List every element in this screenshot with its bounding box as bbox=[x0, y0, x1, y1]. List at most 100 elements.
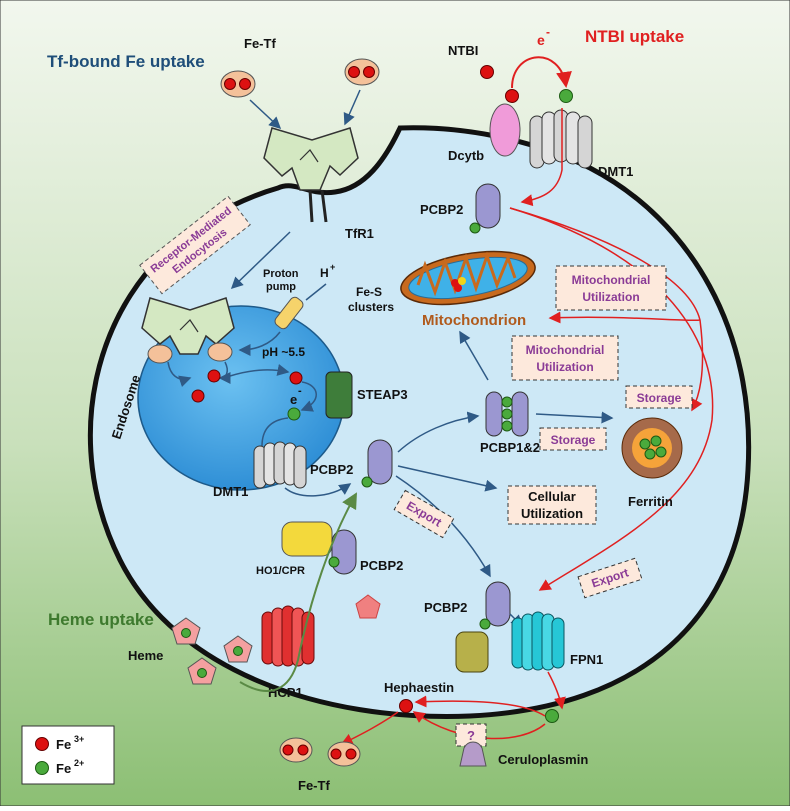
ferritin-label: Ferritin bbox=[628, 494, 673, 509]
arrow-pcbp12-to-ferritin bbox=[535, 411, 614, 424]
arrow-heme-path bbox=[239, 492, 357, 692]
arrow-proton-in bbox=[238, 331, 281, 356]
legend-fe2-swatch bbox=[35, 761, 49, 775]
ferritin bbox=[621, 417, 683, 479]
cellular-utilization-box: Cellular Utilization bbox=[507, 485, 597, 525]
export-fe2 bbox=[545, 709, 559, 723]
pcbp2-bottom-label: PCBP2 bbox=[424, 600, 467, 615]
storage-box-top: Storage bbox=[625, 385, 693, 409]
fe-tf-bottom-label: Fe-Tf bbox=[298, 778, 330, 793]
arrow-pcbp2-to-export bbox=[395, 475, 491, 578]
title-tf-uptake: Tf-bound Fe uptake bbox=[47, 52, 205, 71]
arrow-oxidation-lower bbox=[412, 711, 546, 740]
ceruloplasmin-label: Ceruloplasmin bbox=[498, 752, 588, 767]
fe-tf-molecule-right bbox=[344, 58, 380, 86]
ntbi-fe3 bbox=[480, 65, 494, 79]
tfr1-label: TfR1 bbox=[345, 226, 374, 241]
arrow-ferrireduction bbox=[511, 56, 572, 89]
tfr1-receptor bbox=[263, 127, 359, 223]
ho1cpr-protein bbox=[281, 521, 333, 557]
ntbi-fe3-reduced bbox=[505, 89, 519, 103]
pcbp2-center-label: PCBP2 bbox=[310, 462, 353, 477]
fes-label-line2: clusters bbox=[348, 300, 394, 314]
heme-label: Heme bbox=[128, 648, 163, 663]
fe-tf-bottom-left bbox=[279, 737, 313, 763]
pcbp12-label: PCBP1&2 bbox=[480, 440, 540, 455]
arrow-steap-reduction bbox=[300, 381, 317, 412]
dcytb-label: Dcytb bbox=[448, 148, 484, 163]
arrow-fpn1-out bbox=[547, 671, 566, 710]
fe-tf-top-label: Fe-Tf bbox=[244, 36, 276, 51]
pcbp2-top-fe2 bbox=[469, 222, 481, 234]
hephaestin-protein bbox=[455, 631, 489, 673]
mitochondrion-label: Mitochondrion bbox=[422, 312, 526, 329]
electron-endo-label: e bbox=[290, 392, 297, 407]
dcytb-protein bbox=[489, 103, 521, 157]
question-label: ? bbox=[467, 728, 475, 743]
tfr1-endosome-receptor bbox=[141, 297, 235, 364]
heme-extracellular-2 bbox=[223, 635, 253, 663]
pcbp12-protein bbox=[485, 391, 529, 437]
legend-fe3-sup: 3+ bbox=[74, 734, 84, 744]
h-plus-label: H bbox=[320, 266, 329, 280]
heme-extracellular-1 bbox=[171, 617, 201, 645]
ph-label: pH ~5.5 bbox=[262, 345, 305, 359]
arrow-fe-release-2 bbox=[218, 361, 231, 384]
dmt1-endosome-label: DMT1 bbox=[213, 484, 248, 499]
pcbp2-bottom-fe2 bbox=[479, 618, 491, 630]
steap3-protein bbox=[325, 371, 353, 419]
hcp1-transporter bbox=[261, 605, 315, 667]
ntbi-label: NTBI bbox=[448, 43, 478, 58]
mito-util-box-right: Mitochondrial Utilization bbox=[555, 265, 667, 311]
fe-tf-molecule-left bbox=[220, 70, 256, 98]
proton-pump-line1: Proton bbox=[263, 268, 299, 280]
cellular-line1: Cellular bbox=[528, 489, 576, 504]
mito-util-center-line2: Utilization bbox=[536, 360, 593, 374]
export-fe3 bbox=[399, 699, 413, 713]
cellular-line2: Utilization bbox=[521, 506, 583, 521]
storage-box-bottom: Storage bbox=[539, 427, 607, 451]
arrow-red-to-ferritin bbox=[691, 319, 704, 412]
mitochondrion bbox=[400, 250, 536, 306]
endo-fe3-a bbox=[191, 389, 205, 403]
legend-fe3-swatch bbox=[35, 737, 49, 751]
electron-endo-minus: - bbox=[298, 385, 302, 397]
arrow-fe-to-steap bbox=[229, 364, 290, 377]
pcbp2-bottom-protein bbox=[485, 581, 511, 627]
ho1cpr-label: HO1/CPR bbox=[256, 565, 305, 577]
h-plus-sup: + bbox=[330, 262, 335, 272]
pcbp2-ho1-fe2 bbox=[328, 556, 340, 568]
fpn1-transporter bbox=[511, 611, 565, 671]
title-heme-uptake: Heme uptake bbox=[48, 610, 154, 629]
arrow-fe2-to-dmt1 bbox=[261, 417, 289, 447]
heme-intracellular bbox=[355, 594, 381, 619]
endo-fe3-b bbox=[207, 369, 221, 383]
fes-label-line1: Fe-S bbox=[356, 285, 382, 299]
pcbp2-ho1-label: PCBP2 bbox=[360, 558, 403, 573]
arrow-pcbp2-to-pcbp12 bbox=[397, 411, 480, 453]
arrow-to-fe-tf bbox=[340, 711, 399, 745]
legend: Fe 3+ Fe 2+ bbox=[21, 725, 115, 785]
dmt1-membrane-transporter bbox=[529, 109, 593, 169]
proton-pump-line2: pump bbox=[266, 281, 296, 293]
fe-tf-bottom-right bbox=[327, 741, 361, 767]
legend-fe2-label: Fe bbox=[56, 761, 71, 776]
arrow-dmt1-to-pcbp2 bbox=[284, 483, 352, 497]
storage-bottom-label: Storage bbox=[551, 433, 596, 447]
dmt1-endosome-transporter bbox=[253, 441, 307, 489]
electron-top-minus: - bbox=[546, 25, 550, 39]
steap3-label: STEAP3 bbox=[357, 387, 408, 402]
hephaestin-label: Hephaestin bbox=[384, 680, 454, 695]
mito-util-right-line2: Utilization bbox=[582, 290, 639, 304]
arrow-red-split bbox=[509, 207, 701, 321]
arrow-fe-release-1 bbox=[167, 361, 192, 388]
arrow-oxidation-upper bbox=[414, 695, 546, 717]
arrow-pcbp12-to-mito bbox=[459, 330, 489, 381]
ceruloplasmin-protein bbox=[459, 741, 487, 767]
arrow-endocytosis bbox=[230, 231, 291, 290]
pcbp2-center-fe2 bbox=[361, 476, 373, 488]
storage-top-label: Storage bbox=[637, 391, 682, 405]
mito-util-center-line1: Mitochondrial bbox=[526, 343, 605, 357]
proton-pump bbox=[274, 296, 304, 330]
